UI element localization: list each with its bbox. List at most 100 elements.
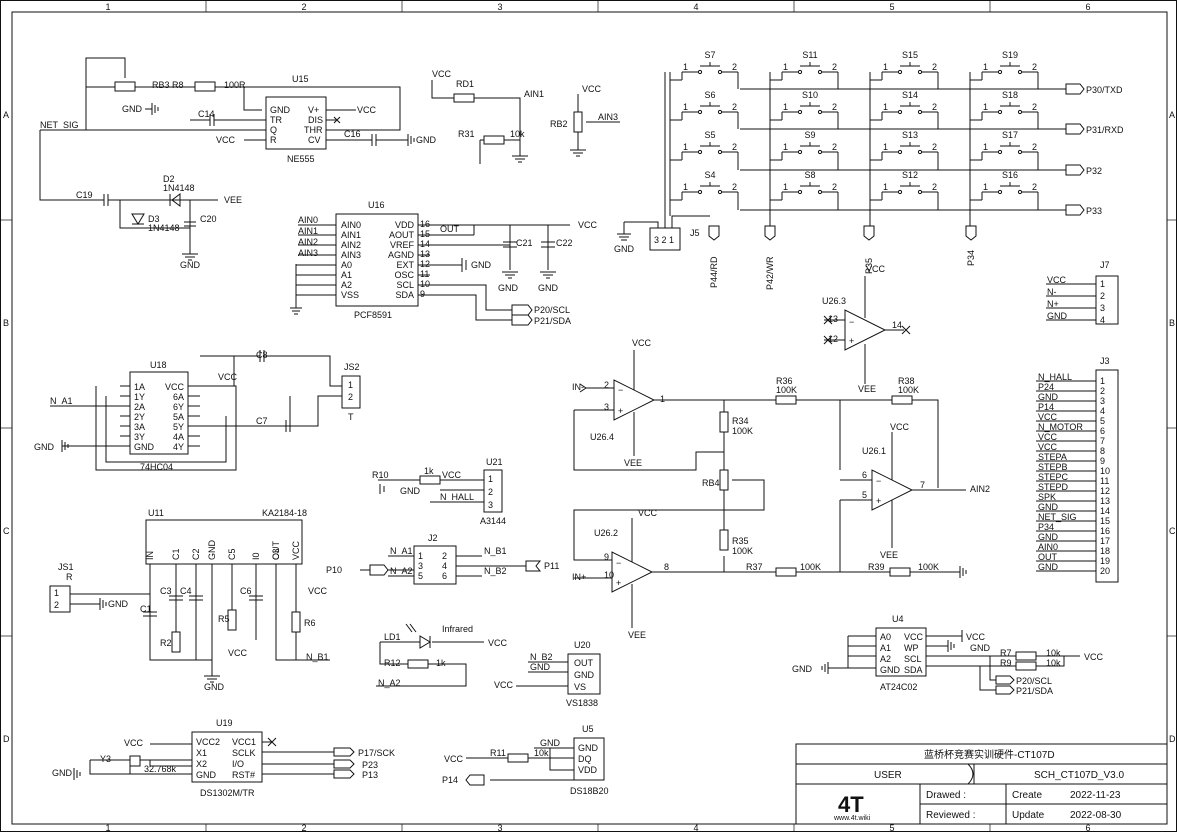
port-p42 — [764, 225, 776, 241]
svg-text:10: 10 — [604, 570, 614, 580]
ground-icon — [204, 675, 220, 683]
column-marker: 6 — [1085, 823, 1090, 832]
u16-part: PCF8591 — [354, 310, 392, 320]
r34-value: 100K — [732, 426, 753, 436]
r37-value: 100K — [800, 562, 821, 572]
switch-label: S19 — [1002, 50, 1018, 60]
u261-label: U26.1 — [862, 446, 886, 456]
svg-text:+: + — [876, 496, 881, 506]
svg-text:+: + — [618, 406, 623, 416]
crystal-y3 — [129, 755, 141, 767]
pin-number: 17 — [1100, 536, 1110, 546]
pin-label: C3 — [271, 548, 281, 560]
company-logo: 4T — [838, 792, 864, 817]
r10-value: 1k — [424, 466, 434, 476]
u15-refdes: U15 — [292, 74, 309, 84]
pin-label: OUT — [271, 541, 281, 561]
svg-text:2: 2 — [1100, 291, 1105, 301]
r5-label: R5 — [218, 614, 230, 624]
pin-number: 1 — [883, 182, 888, 192]
u16-refdes: U16 — [368, 200, 385, 210]
n-b1-net: N_B1 — [484, 546, 507, 556]
pin-label: 1Y — [134, 392, 145, 402]
u18-part: 74HC04 — [140, 462, 173, 472]
svg-text:1: 1 — [488, 474, 493, 484]
ain2-net: AIN2 — [970, 484, 990, 494]
pin-number: 7 — [1100, 436, 1105, 446]
r11-value: 10k — [534, 748, 549, 758]
eeprom-u4-block: U4 AT24C02 A0 A1 A2 GND VCC WP SCL SDA G… — [792, 614, 1104, 696]
pin-number: 2 — [832, 62, 837, 72]
pin-label: 5Y — [173, 422, 184, 432]
svg-text:5: 5 — [862, 490, 867, 500]
r35-value: 100K — [732, 546, 753, 556]
r10-label: R10 — [372, 470, 389, 480]
pin-label: VCC — [1038, 412, 1058, 422]
resistor-r9 — [1015, 661, 1037, 671]
pin-label: THR — [304, 125, 323, 135]
vee-label: VEE — [624, 458, 642, 468]
p14-net: P14 — [442, 775, 458, 785]
pin-label: VCC2 — [196, 737, 220, 747]
column-marker: 4 — [693, 823, 698, 832]
switch-label: S13 — [902, 130, 918, 140]
ground-icon — [821, 662, 829, 674]
pin-label: RST# — [232, 770, 255, 780]
pin-label: C5 — [227, 548, 237, 560]
pin-number: 2 — [932, 62, 937, 72]
r39-value: 100K — [918, 562, 939, 572]
drawed-label: Drawed : — [926, 790, 966, 801]
pin-label: GND — [578, 743, 599, 753]
svg-text:1: 1 — [54, 588, 59, 598]
pin-number: 2 — [1100, 386, 1105, 396]
resistor-r2 — [171, 631, 181, 653]
svg-text:14: 14 — [892, 320, 902, 330]
capacitors-c7-c8 — [259, 350, 300, 432]
port-p20 — [511, 304, 533, 316]
pin-label: VCC — [904, 632, 924, 642]
js1-value: R — [66, 572, 73, 582]
reviewed-label: Reviewed : — [926, 810, 975, 821]
potentiometer-rb4 — [719, 469, 729, 491]
c20-label: C20 — [200, 214, 217, 224]
port-p20 — [995, 675, 1015, 685]
pin-number: 2 — [732, 102, 737, 112]
pin-label: N_HALL — [1038, 372, 1072, 382]
pin-number: 12 — [420, 259, 430, 269]
port-p44 — [708, 225, 720, 241]
row-marker: B — [3, 318, 9, 328]
update-label: Update — [1012, 810, 1045, 821]
pin-label: 2Y — [134, 412, 145, 422]
n-hall-net: N_HALL — [440, 492, 474, 502]
pin-number: 1 — [883, 102, 888, 112]
vcc-label: VCC — [966, 632, 986, 642]
pin-label: CV — [308, 135, 321, 145]
ground-icon — [570, 149, 586, 157]
photoresistor-rd1 — [453, 93, 475, 103]
hall-sensor-u21: U21 123 A3144 R10 1k VCC GND N_HALL — [372, 457, 506, 526]
title-block: 蓝桥杯竞赛实训硬件-CT107D USER SCH_CT107D_V3.0 4T… — [795, 743, 1168, 825]
d2-label: D2 — [163, 174, 175, 184]
pin-number: 19 — [1100, 556, 1110, 566]
u19-part: DS1302M/TR — [200, 788, 255, 798]
pin-label: AIN0 — [341, 220, 361, 230]
u4-refdes: U4 — [892, 614, 904, 624]
svg-text:2: 2 — [54, 600, 59, 610]
pin-label: DIS — [308, 115, 323, 125]
port-p11 — [525, 560, 542, 572]
svg-text:3: 3 — [1100, 303, 1105, 313]
c14-label: C14 — [198, 109, 215, 119]
pin-number: 2 — [732, 142, 737, 152]
resistor-r10 — [419, 475, 441, 485]
n-a2-net: N_A2 — [390, 566, 413, 576]
vcc-label: VCC — [1084, 652, 1104, 662]
pin-number: 1 — [783, 182, 788, 192]
drawing-title: 蓝桥杯竞赛实训硬件-CT107D — [924, 748, 1055, 761]
rtc-u19-block: U19 DS1302M/TR VCC2 X1 X2 GND VCC1 SCLK … — [52, 718, 395, 798]
emit-arrows-icon — [405, 623, 417, 633]
pin-number: 2 — [832, 182, 837, 192]
